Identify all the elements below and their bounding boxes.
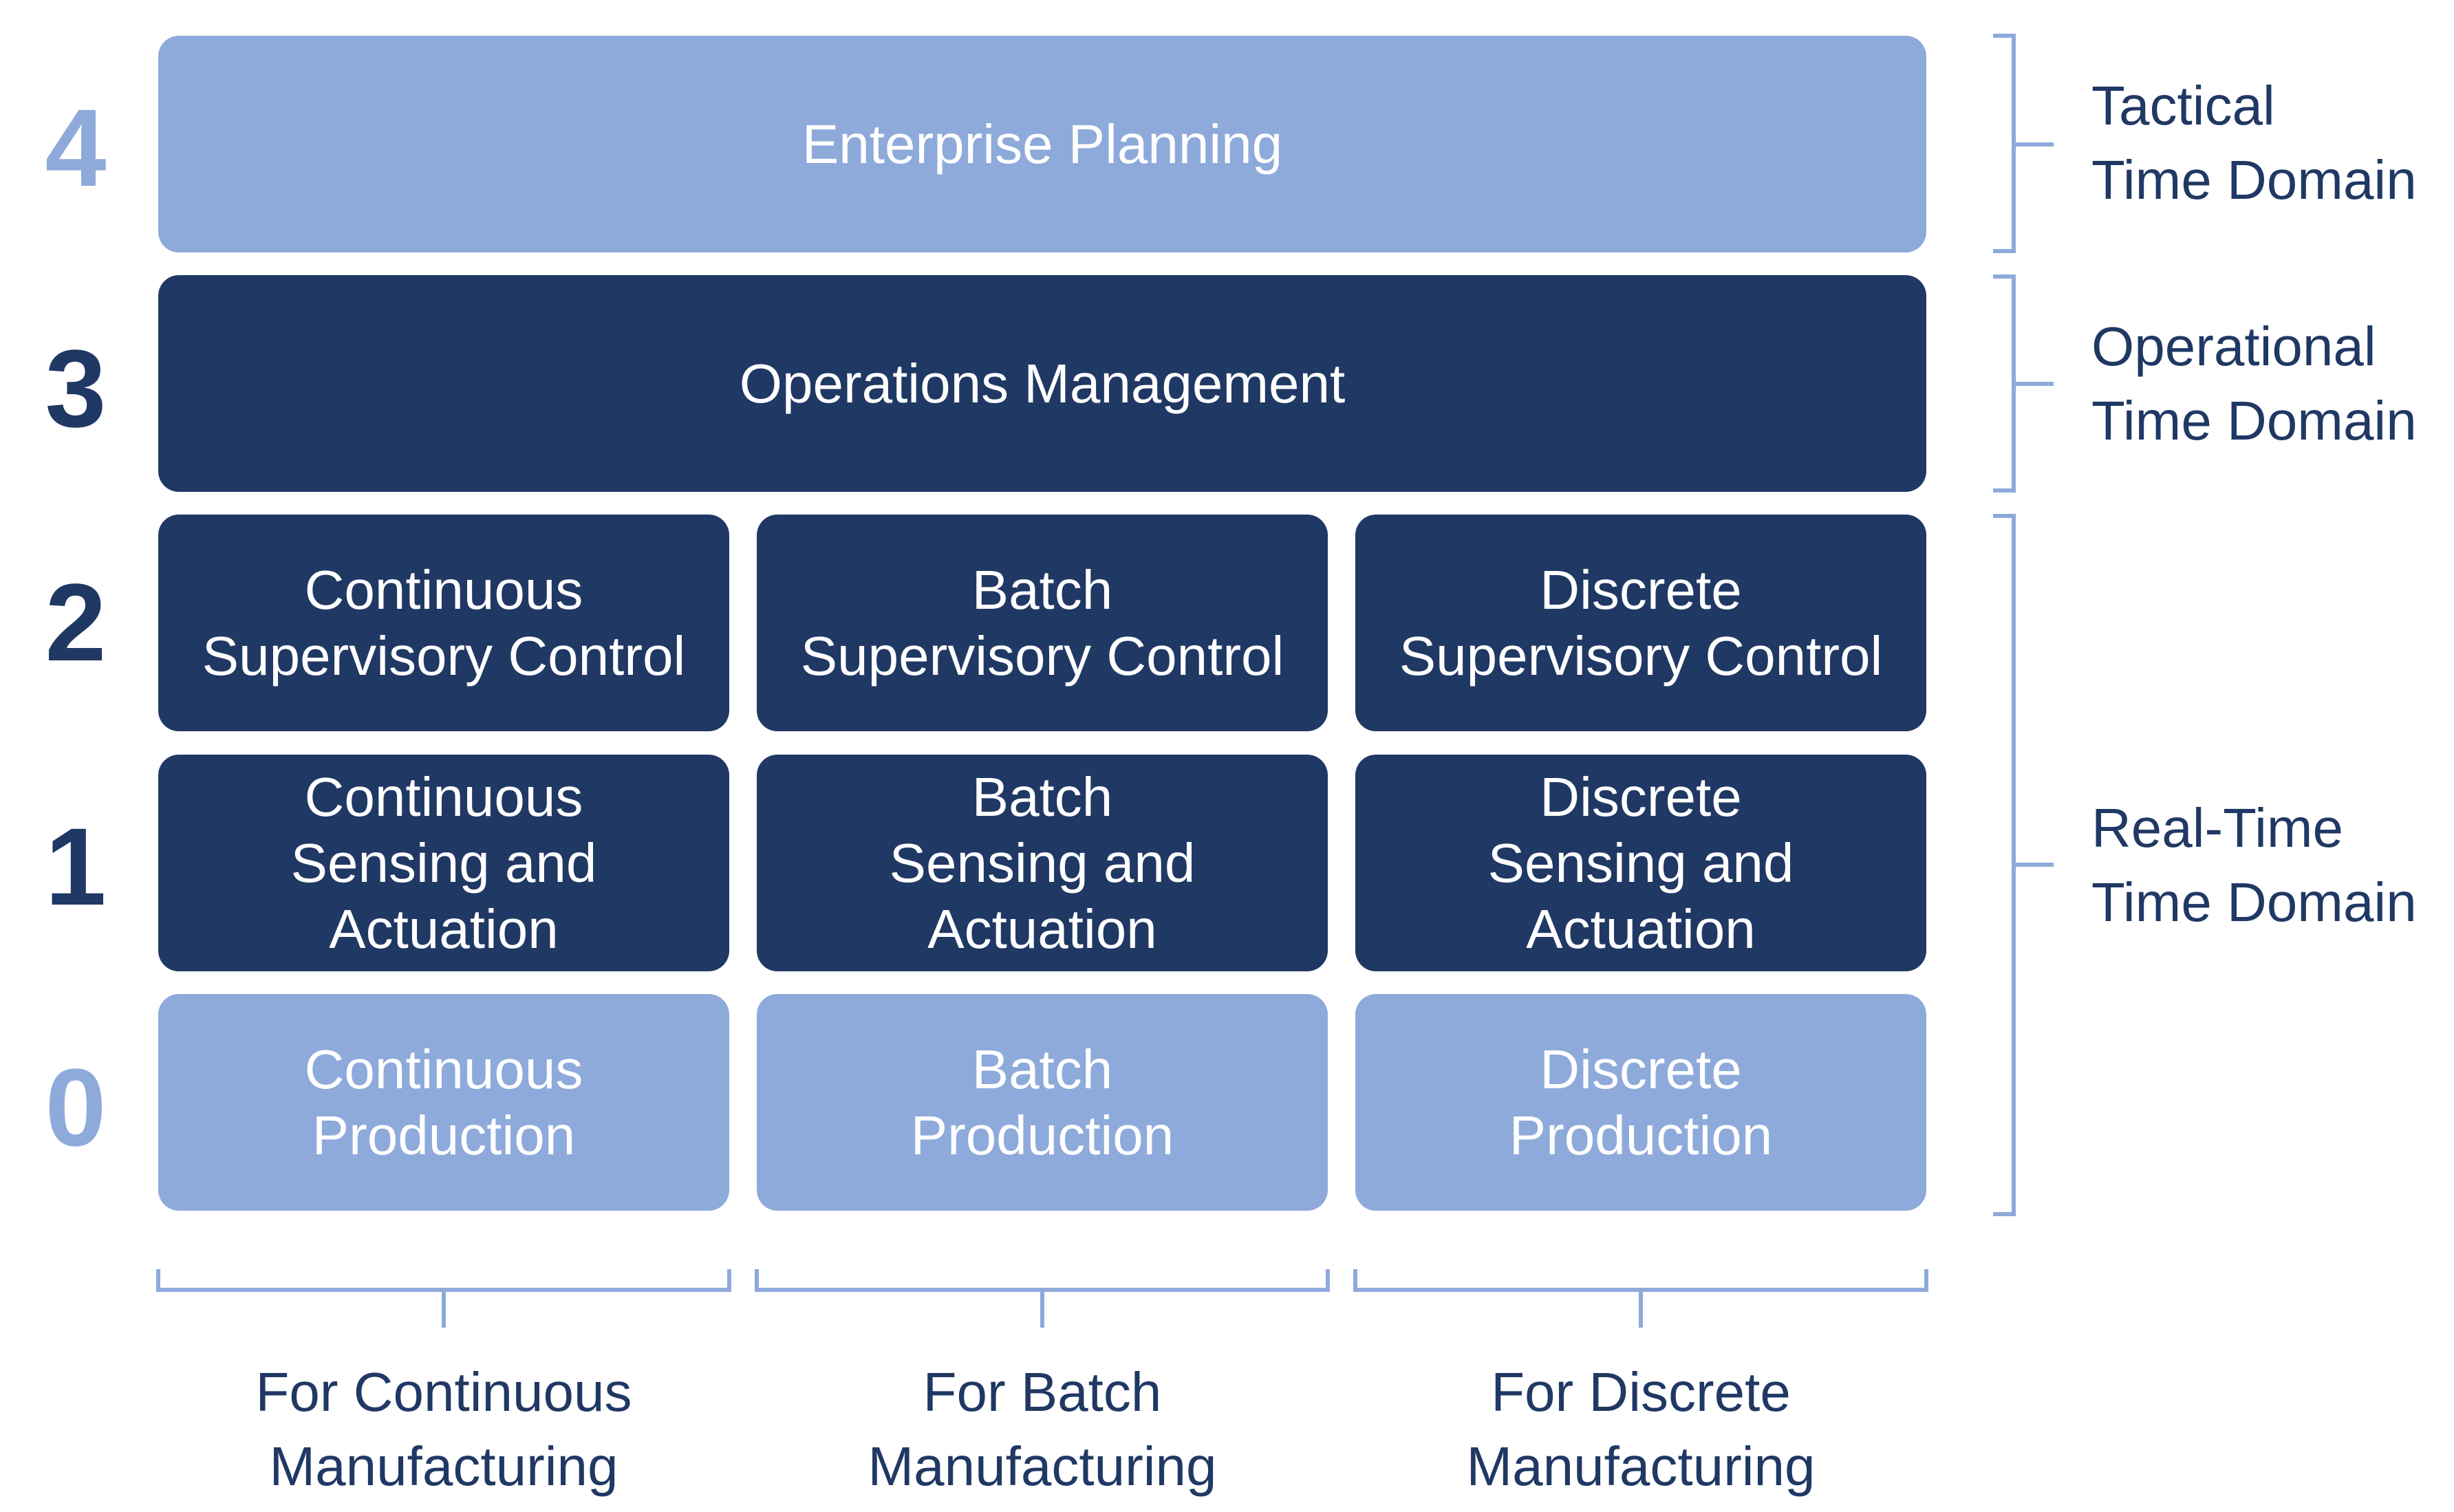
- level-number-2: 2: [45, 561, 107, 684]
- batch-production-box: Batch Production: [757, 994, 1328, 1211]
- tactical-domain-label: Tactical Time Domain: [2091, 75, 2417, 210]
- discrete-sensing-box: Discrete Sensing and Actuation: [1355, 755, 1926, 971]
- continuous-manufacturing-label: For Continuous Manufacturing: [255, 1361, 632, 1497]
- operations-management-label: Operations Management: [739, 352, 1346, 414]
- discrete-supervisory-label: Discrete Supervisory Control: [1399, 559, 1883, 687]
- batch-sensing-label: Batch Sensing and Actuation: [889, 766, 1196, 960]
- discrete-bottom-bracket: [1353, 1269, 1928, 1328]
- level-number-1: 1: [45, 805, 107, 928]
- continuous-sensing-box: Continuous Sensing and Actuation: [158, 755, 729, 971]
- discrete-sensing-label: Discrete Sensing and Actuation: [1487, 766, 1794, 960]
- level-number-4: 4: [45, 86, 107, 209]
- enterprise-planning-box: Enterprise Planning: [158, 36, 1926, 252]
- operational-bracket: [1993, 274, 2054, 493]
- realtime-bracket: [1993, 514, 2054, 1216]
- discrete-production-label: Discrete Production: [1509, 1038, 1773, 1166]
- level-number-3: 3: [45, 327, 107, 450]
- realtime-domain-label: Real-Time Time Domain: [2091, 797, 2417, 933]
- batch-manufacturing-label: For Batch Manufacturing: [868, 1361, 1217, 1497]
- discrete-manufacturing-label: For Discrete Manufacturing: [1466, 1361, 1816, 1497]
- batch-supervisory-label: Batch Supervisory Control: [800, 559, 1284, 687]
- operational-domain-label: Operational Time Domain: [2091, 316, 2417, 451]
- discrete-production-box: Discrete Production: [1355, 994, 1926, 1211]
- continuous-production-label: Continuous Production: [304, 1038, 583, 1166]
- continuous-supervisory-box: Continuous Supervisory Control: [158, 515, 729, 731]
- batch-bottom-bracket: [755, 1269, 1330, 1328]
- tactical-bracket: [1993, 34, 2054, 253]
- batch-sensing-box: Batch Sensing and Actuation: [757, 755, 1328, 971]
- discrete-supervisory-box: Discrete Supervisory Control: [1355, 515, 1926, 731]
- continuous-sensing-label: Continuous Sensing and Actuation: [290, 766, 597, 960]
- operations-management-box: Operations Management: [158, 275, 1926, 492]
- batch-supervisory-box: Batch Supervisory Control: [757, 515, 1328, 731]
- continuous-production-box: Continuous Production: [158, 994, 729, 1211]
- batch-production-label: Batch Production: [910, 1038, 1174, 1166]
- continuous-bottom-bracket: [156, 1269, 731, 1328]
- enterprise-planning-label: Enterprise Planning: [801, 113, 1283, 175]
- continuous-supervisory-label: Continuous Supervisory Control: [202, 559, 686, 687]
- level-number-0: 0: [45, 1046, 107, 1169]
